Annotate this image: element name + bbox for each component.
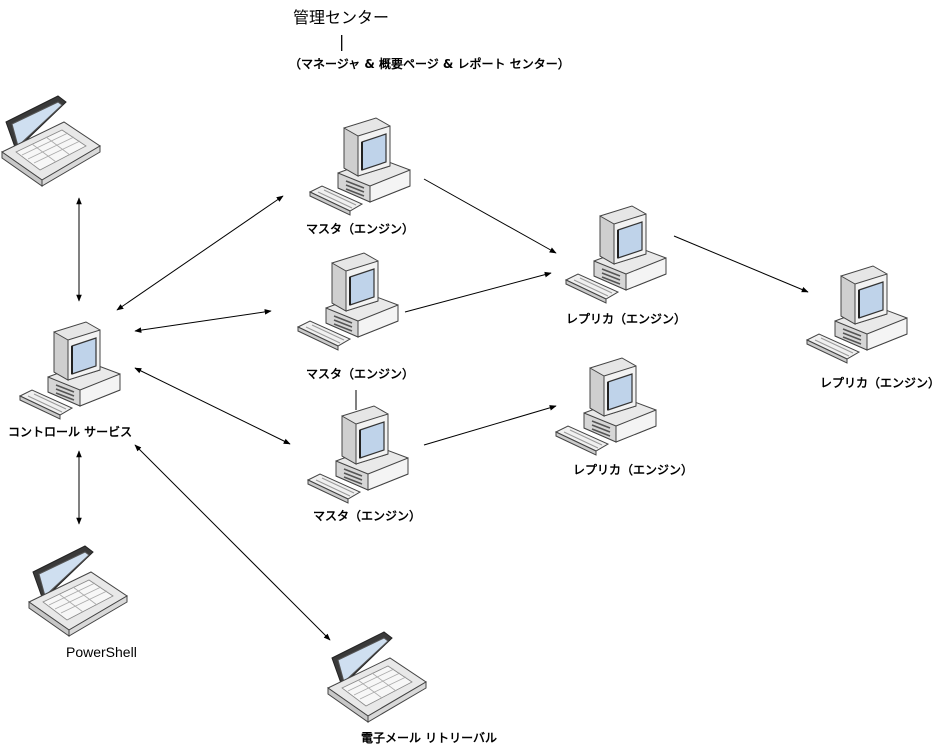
management-center-subtitle: （マネージャ & 概要ページ & レポート センター） [289,56,570,71]
replica-engine-2[interactable]: レプリカ（エンジン） [555,357,693,477]
laptop-icon [28,545,128,637]
desktop-computer-icon [555,357,657,456]
replica-engine-3[interactable]: レプリカ（エンジン） [806,265,940,390]
connectors [76,178,809,641]
admin-laptop[interactable] [1,95,101,187]
replica-engine-1[interactable]: レプリカ（エンジン） [565,205,686,326]
management-center-header: 管理センター | （マネージャ & 概要ページ & レポート センター） [289,8,570,71]
replica-engine-1-label: レプリカ（エンジン） [566,311,686,326]
link-control-email-retrieval [134,444,331,641]
master-engine-2[interactable]: マスタ（エンジン） [297,252,414,381]
link-master-3-replica-2 [423,405,557,446]
link-control-master-2 [134,309,272,333]
control-service-label: コントロール サービス [8,424,132,439]
desktop-computer-icon [307,405,409,504]
link-replica-1-replica-3 [673,235,809,293]
header-separator: | [339,32,344,51]
desktop-computer-icon [565,205,667,304]
email-retrieval-laptop[interactable]: 電子メール リトリーバル [327,631,497,745]
desktop-computer-icon [297,252,399,351]
powershell-label: PowerShell [66,644,137,660]
desktop-computer-icon [19,321,121,420]
replica-engine-2-label: レプリカ（エンジン） [573,462,693,477]
master-engine-1-label: マスタ（エンジン） [306,221,414,236]
management-center-title: 管理センター [293,8,389,27]
desktop-computer-icon [806,265,908,364]
laptop-icon [1,95,101,187]
laptop-icon [327,631,427,723]
link-control-master-3 [134,367,291,445]
master-engine-2-label: マスタ（エンジン） [306,366,414,381]
control-service-node[interactable]: コントロール サービス [8,321,132,439]
link-master-2-replica-1 [404,271,552,313]
email-retrieval-label: 電子メール リトリーバル [361,731,497,745]
powershell-laptop[interactable]: PowerShell [28,545,137,660]
master-engine-3-label: マスタ（エンジン） [313,508,421,523]
master-engine-3[interactable]: マスタ（エンジン） [307,405,421,523]
replica-engine-3-label: レプリカ（エンジン） [820,375,940,390]
link-control-master-1 [116,195,284,311]
link-master-1-replica-1 [423,178,557,254]
desktop-computer-icon [309,117,411,216]
master-engine-1[interactable]: マスタ（エンジン） [306,117,414,236]
